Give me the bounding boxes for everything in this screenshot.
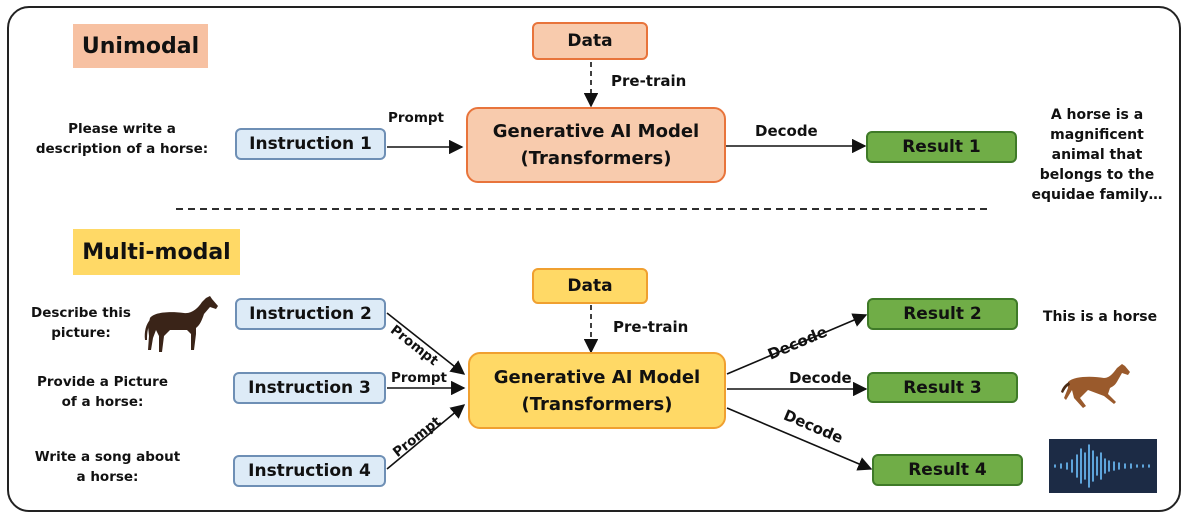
unimodal-title: Unimodal bbox=[73, 24, 208, 68]
pretrain-label-multimodal: Pre-train bbox=[613, 318, 689, 336]
data-box-multimodal: Data bbox=[532, 268, 648, 304]
model-name-multimodal: Generative AI Model bbox=[493, 366, 701, 388]
instruction-3-box: Instruction 3 bbox=[233, 372, 386, 404]
model-arch-multimodal: (Transformers) bbox=[521, 393, 673, 415]
decode-arrow-2 bbox=[726, 313, 868, 375]
decode-label-1: Decode bbox=[755, 122, 818, 140]
result-text-unimodal: A horse is a magnificent animal that bel… bbox=[1031, 107, 1163, 203]
prompt-text-unimodal: Please write a description of a horse: bbox=[35, 121, 209, 157]
model-name-unimodal: Generative AI Model bbox=[492, 121, 700, 142]
instruction-1-box: Instruction 1 bbox=[235, 128, 386, 160]
prompt-arrow-2 bbox=[386, 312, 466, 375]
audio-waveform-graphic bbox=[1054, 444, 1150, 488]
audio-waveform-icon bbox=[1049, 439, 1157, 493]
generative-model-unimodal: Generative AI Model (Transformers) bbox=[466, 107, 726, 183]
instruction-4-box: Instruction 4 bbox=[233, 455, 386, 487]
prompt-text-3: Provide a Picture of a horse: bbox=[37, 374, 168, 410]
multimodal-title: Multi-modal bbox=[73, 229, 240, 275]
horse-photo-icon bbox=[144, 296, 218, 352]
result-text-2: This is a horse bbox=[1042, 309, 1158, 325]
prompt-arrow-4 bbox=[386, 404, 466, 470]
prompt-text-2: Describe this picture: bbox=[31, 305, 131, 341]
prompt-text-4: Write a song about a horse: bbox=[34, 449, 181, 485]
pretrain-label-unimodal: Pre-train bbox=[611, 72, 687, 90]
result-1-box: Result 1 bbox=[866, 131, 1017, 163]
prompt-label-1: Prompt bbox=[388, 110, 445, 126]
decode-label-3: Decode bbox=[789, 369, 852, 387]
running-horse-icon bbox=[1061, 364, 1130, 408]
instruction-2-box: Instruction 2 bbox=[235, 298, 386, 330]
prompt-label-3: Prompt bbox=[391, 370, 448, 386]
result-2-box: Result 2 bbox=[867, 298, 1018, 330]
result-3-box: Result 3 bbox=[867, 372, 1018, 403]
diagram-frame bbox=[7, 6, 1181, 512]
result-4-box: Result 4 bbox=[872, 454, 1023, 486]
data-box-unimodal: Data bbox=[532, 22, 648, 60]
model-arch-unimodal: (Transformers) bbox=[520, 148, 672, 169]
generative-model-multimodal: Generative AI Model (Transformers) bbox=[468, 352, 726, 429]
decode-arrow-4 bbox=[726, 407, 873, 471]
